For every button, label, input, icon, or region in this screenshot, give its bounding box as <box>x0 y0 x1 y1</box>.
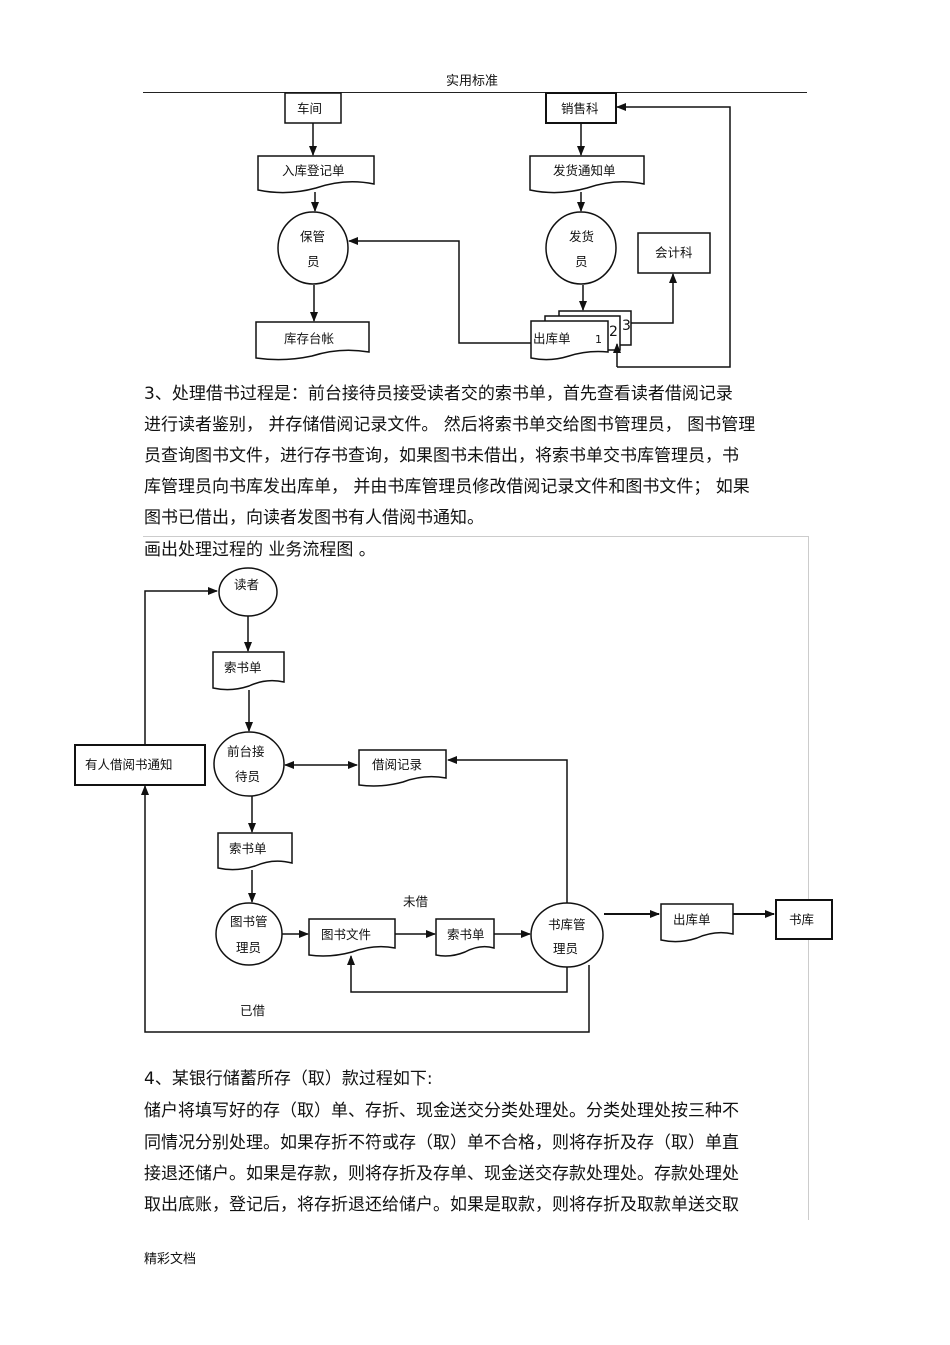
section3-line-5: 图书已借出，向读者发图书有人借阅书通知。 <box>144 508 484 528</box>
copy-2-label: 2 <box>609 324 618 340</box>
request-slip-2-shape <box>217 832 293 871</box>
section3-line-1: 3、处理借书过程是：前台接待员接受读者交的索书单，首先查看读者借阅记录 <box>144 384 733 404</box>
outbound-copy-1 <box>530 320 609 361</box>
delivery-notice-label: 发货通知单 <box>553 163 616 178</box>
stack-manager-label-1: 书库管 <box>548 917 586 932</box>
notice-label: 有人借阅书通知 <box>85 757 173 772</box>
stack-label: 书库 <box>789 912 814 927</box>
book-file-label: 图书文件 <box>321 927 371 942</box>
request-slip-3-label: 索书单 <box>447 927 485 942</box>
shipper-label-1: 发货 <box>569 229 594 244</box>
section3-line-4: 库管理员向书库发出库单， 并由书库管理员修改借阅记录文件和图书文件； 如果 <box>144 477 750 497</box>
accounting-label: 会计科 <box>655 245 693 260</box>
notice-box <box>74 744 206 786</box>
header-rule <box>143 92 807 93</box>
librarian-label-1: 图书管 <box>230 914 268 929</box>
stack-box <box>775 899 833 940</box>
sales-label: 销售科 <box>561 101 599 116</box>
keeper-label-2: 员 <box>307 254 320 269</box>
librarian-circle <box>215 902 283 966</box>
ledger-label: 库存台帐 <box>284 331 335 346</box>
workshop-label: 车间 <box>297 101 322 116</box>
reader-label: 读者 <box>234 577 259 592</box>
library-flow-diagram: 读者 索书单 前台接 待员 借阅记录 有人借阅书通知 索书单 图书管 理员 图书… <box>74 567 833 1033</box>
delivery-notice-shape <box>529 155 645 194</box>
section4-line-1: 4、某银行储蓄所存（取）款过程如下: <box>144 1069 433 1089</box>
stack-manager-label-2: 理员 <box>553 941 578 956</box>
front-desk-circle <box>213 731 285 797</box>
borrow-record-shape <box>358 749 447 787</box>
outbound-slip-shape <box>660 903 734 943</box>
reader-circle <box>218 567 278 617</box>
section3-task: 画出处理过程的 业务流程图 。 <box>144 540 376 560</box>
librarian-label-2: 理员 <box>236 940 261 955</box>
shipper-label-2: 员 <box>575 254 588 269</box>
keeper-circle <box>277 211 349 285</box>
outbound-slip-label: 出库单 <box>673 912 711 927</box>
inbound-slip-shape <box>257 155 375 194</box>
request-slip-3-shape <box>435 918 495 957</box>
front-desk-label-1: 前台接 <box>227 744 265 759</box>
book-file-shape <box>308 918 396 957</box>
section4-line-5: 取出底账，登记后，将存折退还给储户。如果是取款，则将存折及取款单送交取 <box>144 1195 739 1215</box>
section4-line-4: 接退还储户。如果是存款，则将存折及存单、现金送交存款处理处。存款处理处 <box>144 1164 739 1184</box>
copy-3-label: 3 <box>622 318 631 334</box>
not-borrowed-label: 未借 <box>403 894 429 909</box>
accounting-box <box>637 232 711 274</box>
outbound-slip-label: 出库单 <box>533 331 571 346</box>
borrow-record-label: 借阅记录 <box>372 757 422 772</box>
front-desk-label-2: 待员 <box>235 769 260 784</box>
copy-1-label: 1 <box>595 333 602 346</box>
keeper-label-1: 保管 <box>300 229 325 244</box>
request-slip-1-label: 索书单 <box>224 660 262 675</box>
inbound-slip-label: 入库登记单 <box>282 163 345 178</box>
diagram2-frame <box>143 536 809 1220</box>
shipper-circle <box>545 211 617 285</box>
section3-line-2: 进行读者鉴别， 并存储借阅记录文件。 然后将索书单交给图书管理员， 图书管理 <box>144 415 756 435</box>
section3-line-3: 员查询图书文件，进行存书查询，如果图书未借出，将索书单交书库管理员，书 <box>144 446 739 466</box>
ledger-shape <box>255 321 370 361</box>
workshop-box <box>284 92 342 124</box>
request-slip-2-label: 索书单 <box>229 841 267 856</box>
request-slip-1-shape <box>212 651 285 691</box>
stack-manager-circle <box>530 902 604 968</box>
section4-line-2: 储户将填写好的存（取）单、存折、现金送交分类处理处。分类处理处按三种不 <box>144 1101 739 1121</box>
page-footer: 精彩文档 <box>144 1252 197 1267</box>
borrowed-label: 已借 <box>240 1003 266 1018</box>
warehouse-flow-diagram: 车间 销售科 入库登记单 发货通知单 保管 员 发货 员 会计科 库存台帐 出库… <box>255 92 731 368</box>
page-header: 实用标准 <box>446 74 499 89</box>
section4-line-3: 同情况分别处理。如果存折不符或存（取）单不合格，则将存折及存（取）单直 <box>144 1133 739 1153</box>
